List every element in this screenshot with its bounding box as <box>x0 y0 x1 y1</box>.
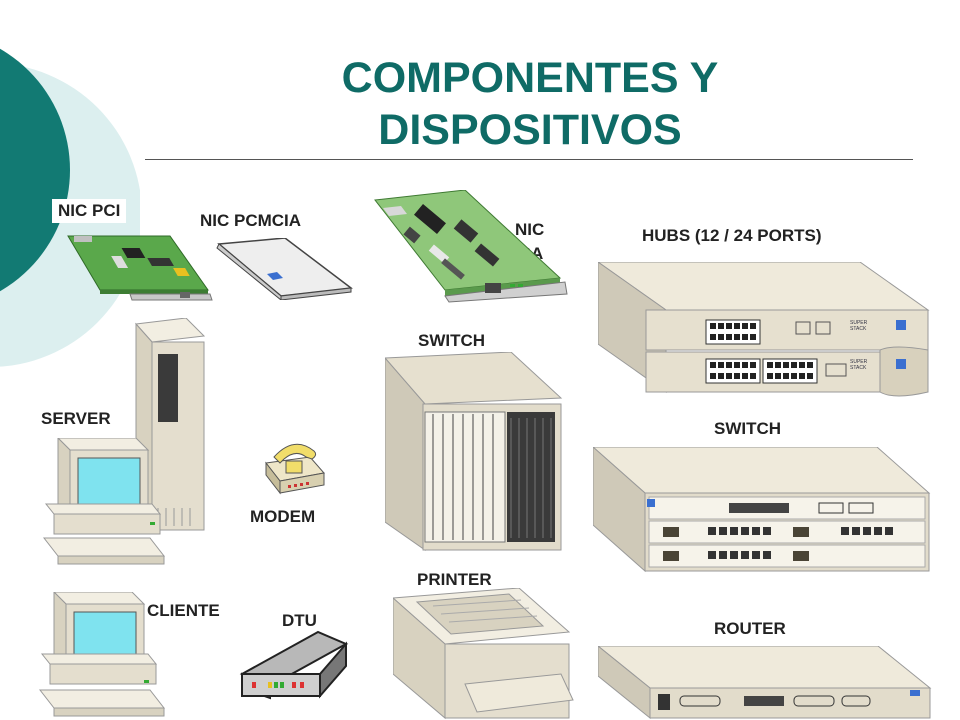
hub-stack-icon: SUPER STACK SUPER STACK <box>598 262 930 397</box>
label-switch-center: SWITCH <box>418 331 486 350</box>
pcmcia-card-icon <box>216 238 353 300</box>
nic-isa-card-icon <box>374 190 568 303</box>
label-dtu: DTU <box>282 611 317 630</box>
hub-badge-top-2: SUPER <box>850 359 868 365</box>
modem-phone-icon <box>265 443 325 495</box>
label-nic-pcmcia: NIC PCMCIA <box>200 211 302 230</box>
page-title: COMPONENTES Y DISPOSITIVOS <box>230 52 830 156</box>
switch-right-icon <box>593 447 931 572</box>
hub-badge-bottom-1: STACK <box>850 326 867 332</box>
dtu-unit-icon <box>239 630 349 700</box>
label-cliente: CLIENTE <box>147 601 220 620</box>
nic-pci-card-icon <box>67 235 213 301</box>
router-unit-icon <box>598 646 932 720</box>
label-hubs: HUBS (12 / 24 PORTS) <box>642 226 822 245</box>
printer-icon <box>393 588 574 720</box>
label-server: SERVER <box>41 409 111 428</box>
title-line-2: DISPOSITIVOS <box>378 106 682 154</box>
label-nic-pci: NIC PCI <box>52 199 127 223</box>
hub-badge-top-1: SUPER <box>850 320 868 326</box>
server-monitor-icon <box>42 438 166 565</box>
label-nic-isa-line1: NIC <box>515 220 545 239</box>
switch-chassis-icon <box>385 352 563 551</box>
client-computer-icon <box>38 592 166 717</box>
decor-teal-circle <box>0 48 70 292</box>
title-line-1: COMPONENTES Y <box>341 54 719 102</box>
label-printer: PRINTER <box>417 570 492 589</box>
label-router: ROUTER <box>714 619 786 638</box>
hub-badge-bottom-2: STACK <box>850 365 867 371</box>
label-switch-right: SWITCH <box>714 419 782 438</box>
label-modem: MODEM <box>250 507 316 526</box>
title-underline <box>145 159 913 160</box>
